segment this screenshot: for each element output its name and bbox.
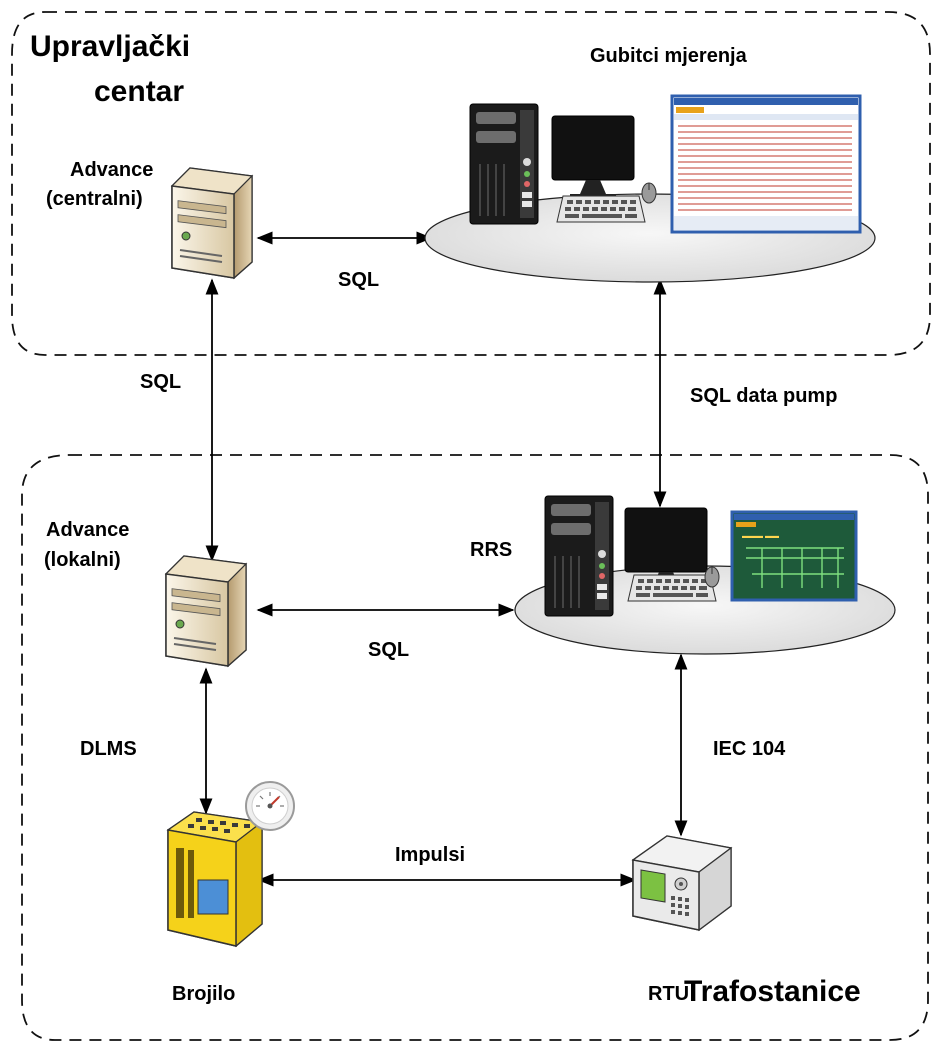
link-label-sql-vertical: SQL xyxy=(140,371,181,393)
node-label-brojilo: Brojilo xyxy=(172,983,235,1005)
connectors xyxy=(199,231,688,887)
screenshot-rrs-icon: ▬▬▬ ▬▬ xyxy=(730,510,858,602)
zone-title-substations: Trafostanice xyxy=(684,975,861,1008)
zone-control-center xyxy=(11,11,931,356)
workstation-rrs: ▬▬▬ ▬▬ xyxy=(514,495,896,655)
link-label-dlms: DLMS xyxy=(80,738,137,760)
link-label-sql-data-pump: SQL data pump xyxy=(690,385,837,407)
workstation-gubitci xyxy=(424,94,876,283)
node-label-advance-central-line2: (centralni) xyxy=(46,188,143,210)
mouse-icon xyxy=(641,182,657,204)
server-icon xyxy=(171,167,253,279)
rtu-icon xyxy=(631,835,733,932)
keyboard-icon xyxy=(556,195,646,223)
link-label-sql-top: SQL xyxy=(338,269,379,291)
meter-icon xyxy=(166,811,264,948)
gauge-icon xyxy=(245,781,295,831)
svg-text:▬▬▬ ▬▬: ▬▬▬ ▬▬ xyxy=(742,533,779,540)
node-label-rtu: RTU xyxy=(648,983,689,1005)
zone-title-control-center-line1: Upravljački xyxy=(30,30,190,63)
server-icon xyxy=(165,555,247,667)
mouse-icon xyxy=(704,566,720,588)
link-label-sql-bottom: SQL xyxy=(368,639,409,661)
link-label-iec104: IEC 104 xyxy=(713,738,786,760)
workstation-icon xyxy=(544,495,614,617)
monitor-icon xyxy=(551,115,635,200)
zone-substations xyxy=(21,454,929,1041)
node-label-advance-local-line1: Advance xyxy=(46,519,129,541)
node-label-advance-local-line2: (lokalni) xyxy=(44,549,121,571)
link-label-impulsi: Impulsi xyxy=(395,844,465,866)
node-label-gubitci: Gubitci mjerenja xyxy=(590,45,748,67)
node-label-advance-central-line1: Advance xyxy=(70,159,153,181)
workstation-icon xyxy=(469,103,539,225)
node-label-rrs: RRS xyxy=(470,539,512,561)
keyboard-icon xyxy=(627,574,717,602)
zone-title-control-center-line2: centar xyxy=(94,75,184,108)
screenshot-gubitci-icon xyxy=(670,94,862,234)
